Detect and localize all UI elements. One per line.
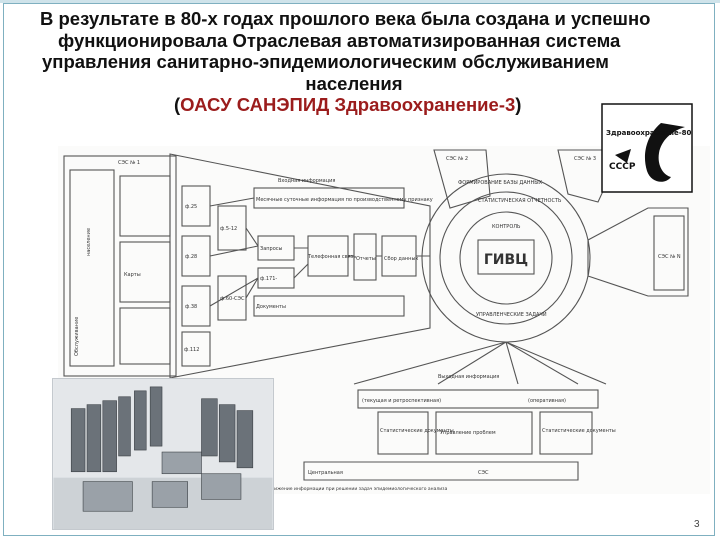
label-ring-2: СТАТИСТИЧЕСКАЯ ОТЧЕТНОСТЬ bbox=[478, 198, 562, 204]
title-system-name: ОАСУ САНЭПИД Здравоохранение-3 bbox=[180, 94, 516, 115]
slide-frame bbox=[3, 3, 715, 536]
label-form-28: ф.28 bbox=[185, 254, 197, 260]
mainframe-computer-room-icon bbox=[52, 378, 274, 530]
label-form-60-sez: ф.60-СЭС bbox=[220, 296, 245, 302]
label-input-info: Входная информация bbox=[278, 178, 335, 184]
label-station-2: СЭС № 2 bbox=[446, 156, 468, 162]
label-telephone: Телефонная связь bbox=[307, 254, 356, 260]
label-operative: (оперативная) bbox=[528, 398, 566, 404]
label-monthly-info: Месячные суточные информация по производ… bbox=[256, 197, 433, 203]
label-current: (текущая и ретроспективная) bbox=[362, 398, 441, 404]
label-ring-top: ФОРМИРОВАНИЕ БАЗЫ ДАННЫХ bbox=[458, 180, 543, 186]
label-center: ГИВЦ bbox=[484, 252, 528, 268]
title-close-paren: ) bbox=[515, 94, 522, 115]
title-line-5: (ОАСУ САНЭПИД Здравоохранение-3) bbox=[24, 94, 684, 116]
zdravookhranenie-logo: Здравоохранение-80 СССР bbox=[601, 103, 693, 193]
label-output-info: Выходная информация bbox=[438, 374, 499, 380]
label-sez: СЭС bbox=[478, 470, 489, 476]
label-central: Центральная bbox=[308, 470, 343, 476]
label-form-171: ф.171- bbox=[260, 276, 277, 282]
label-ring-3: КОНТРОЛЬ bbox=[492, 224, 521, 230]
title-open-paren: ( bbox=[174, 94, 181, 115]
logo-top-text: Здравоохранение-80 bbox=[606, 129, 692, 137]
label-left-vertical-2: население bbox=[86, 228, 92, 256]
title-line-2: функционировала Отраслевая автоматизиров… bbox=[58, 29, 621, 51]
label-form-112: ф.112 bbox=[184, 347, 199, 353]
label-station-n: СЭС № N bbox=[658, 254, 681, 260]
label-form-5-12: ф.5-12 bbox=[220, 226, 237, 232]
label-station-1: СЭС № 1 bbox=[118, 160, 140, 166]
label-stat-docs-2: Статистические документы bbox=[542, 428, 616, 434]
label-ring-4: УПРАВЛЕНЧЕСКИЕ ЗАДАЧИ bbox=[476, 312, 547, 318]
label-station-3: СЭС № 3 bbox=[574, 156, 596, 162]
title-line-3: управления санитарно-эпидемиологическим … bbox=[42, 51, 609, 72]
label-collection: Сбор данных bbox=[384, 256, 418, 262]
label-left-vertical-1: Обслуживание bbox=[74, 317, 80, 356]
label-form-25: ф.25 bbox=[185, 204, 197, 210]
label-footnote: Движение информации при решении задач эп… bbox=[268, 486, 448, 492]
label-management: Управление проблем bbox=[440, 430, 496, 436]
label-requests: Запросы bbox=[260, 246, 283, 252]
label-reports: Отчеты bbox=[356, 256, 376, 262]
system-diagram: СЭС № 1 СЭС № 2 СЭС № 3 СЭС № N Входная … bbox=[58, 146, 710, 494]
slide-title: В результате в 80-х годах прошлого века … bbox=[24, 8, 684, 116]
page-number: 3 bbox=[694, 519, 700, 530]
top-accent-bar bbox=[0, 0, 720, 3]
label-cards: Карты bbox=[124, 272, 141, 278]
label-stat-docs: Статистические документы bbox=[380, 428, 454, 434]
label-documents: Документы bbox=[256, 304, 286, 310]
logo-bottom-text: СССР bbox=[609, 162, 636, 172]
title-line-1: В результате в 80-х годах прошлого века … bbox=[40, 8, 651, 29]
label-form-38: ф.38 bbox=[185, 304, 197, 310]
snake-emblem-icon bbox=[644, 123, 685, 182]
title-line-4: населения bbox=[305, 72, 403, 94]
